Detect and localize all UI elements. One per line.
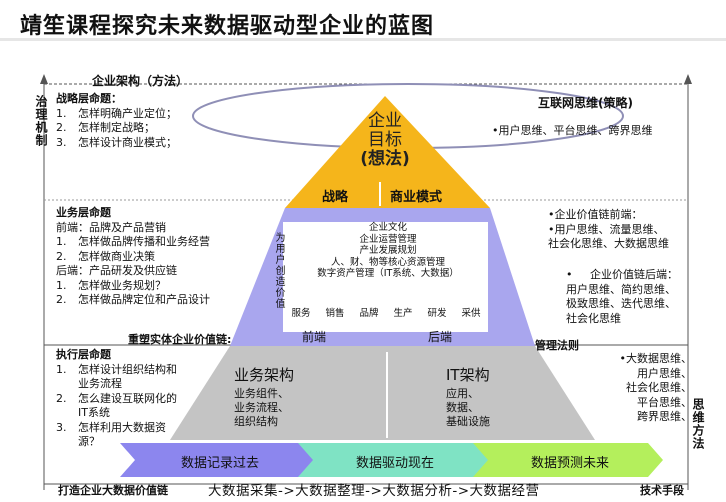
arrow-past-shape (120, 443, 315, 477)
industry-plan-label: 产业发展规划 (359, 245, 417, 256)
arrow-past: 数据记录过去 (180, 456, 259, 471)
list-item: 1.怎样明确产业定位； (56, 106, 177, 120)
user-value-label: 为用户创造价值 (273, 232, 287, 312)
digital-assets-label: 数字资产管理（IT系统、大数据） (317, 268, 459, 279)
bigdata-sequence: 大数据采集->大数据整理->大数据分析->大数据经营 (208, 483, 540, 499)
bigdata-thinking-line: 跨界思维、 (637, 410, 692, 423)
value-chain-back-line: 极致思维、迭代思维、 (566, 297, 676, 310)
list-item: 2.怎样做商业决策 (56, 249, 155, 263)
list-item: 2.怎样做品牌定位和产品设计 (56, 293, 210, 306)
value-chain-back-line: 用户思维、简约思维、 (566, 282, 676, 296)
business-layer-title: 业务层命题 (56, 206, 111, 219)
culture-label: 企业文化 (368, 222, 407, 233)
left-axis-label: 治理机制 (34, 95, 48, 147)
arrow-future: 数据预测未来 (530, 456, 609, 471)
biz-arch-item: 业务组件、 (234, 387, 289, 400)
arrow-now-shape (298, 443, 490, 477)
bigdata-thinking-line: •大数据思维、 (619, 352, 693, 365)
function-item: 生产 (393, 308, 413, 319)
pyramid-top-text: 企业 目标 (想法) (345, 112, 425, 169)
exec-layer-block: 执行层命题 1.怎样设计组织结构和业务流程 2.怎么建设互联网化的IT系统 3.… (56, 348, 186, 450)
function-item: 品牌 (359, 308, 379, 319)
function-item: 采供 (461, 308, 481, 319)
bigdata-thinking-line: 社会化思维、 (626, 381, 692, 394)
value-chain-back-line: 社会化思维 (566, 311, 621, 325)
business-layer-block: 业务层命题 前端：品牌及产品营销 1.怎样做品牌传播和业务经营 2.怎样做商业决… (56, 206, 256, 308)
value-chain-front-line: •用户思维、流量思维、 (548, 222, 665, 236)
value-chain-back-line: • 企业价值链后端： (566, 268, 678, 281)
value-chain-front-block: •企业价值链前端： •用户思维、流量思维、 社会化思维、大数据思维 (548, 208, 688, 252)
business-model-label: 商业模式 (390, 190, 443, 205)
title-divider (0, 38, 726, 41)
business-front-label: 前端：品牌及产品营销 (56, 220, 166, 234)
page-title: 靖笙课程探究未来数据驱动型企业的蓝图 (20, 14, 435, 39)
bigdata-thinking-line: 用户思维、 (637, 366, 692, 380)
right-axis-label: 思维方法 (691, 398, 705, 450)
function-item: 销售 (325, 308, 345, 319)
user-value-text: 为用户创造价值 (273, 232, 284, 309)
functions-row: 服务 销售 品牌 生产 研发 采供 (284, 305, 488, 319)
functions-box (283, 222, 488, 332)
bigdata-thinking-line: 平台思维、 (637, 395, 692, 409)
reshape-label: 重塑实体企业价值链: (128, 333, 232, 346)
pyramid-top-line3: (想法) (360, 149, 410, 169)
management-rules-label: 管理法则 (535, 339, 579, 352)
internet-thinking-title: 互联网思维(策略) (538, 96, 633, 110)
ops-mgmt-label: 企业运营管理 (359, 233, 417, 245)
list-item: 1.怎样做品牌传播和业务经营 (56, 235, 210, 248)
bigdata-thinking-block: •大数据思维、 用户思维、 社会化思维、 平台思维、 跨界思维、 (606, 352, 693, 425)
front-end-label: 前端 (302, 330, 327, 344)
pyramid-top-line2: 目标 (368, 130, 402, 150)
value-chain-front-line: 社会化思维、大数据思维 (548, 237, 669, 250)
list-item: 3.怎样设计商业模式； (56, 135, 177, 149)
pyramid-bottom (170, 346, 595, 440)
business-back-label: 后端：产品研发及供应链 (56, 264, 177, 277)
arrow-now: 数据驱动现在 (355, 456, 434, 471)
list-item: 1.怎样设计组织结构和业务流程 (56, 362, 177, 391)
it-arch-item: 数据、 (446, 401, 479, 414)
biz-arch-item: 组织结构 (234, 415, 278, 428)
function-item: 研发 (427, 308, 447, 319)
bigdata-value-chain-label: 打造企业大数据价值链 (58, 484, 168, 497)
it-arch-title: IT架构 (446, 366, 490, 384)
biz-arch-title: 业务架构 (234, 366, 295, 384)
it-arch-block: IT架构 应用、 数据、 基础设施 (446, 364, 490, 429)
it-arch-item: 应用、 (446, 387, 479, 400)
it-arch-item: 基础设施 (446, 415, 490, 428)
arrow-future-shape (473, 443, 663, 477)
biz-arch-block: 业务架构 业务组件、 业务流程、 组织结构 (234, 364, 294, 429)
enterprise-architecture-heading: 企业架构（方法） (92, 74, 189, 88)
list-item: 2.怎么建设互联网化的IT系统 (56, 391, 177, 420)
function-item: 服务 (291, 308, 311, 319)
hr-label: 人、财、物等核心资源管理 (330, 256, 445, 268)
internet-thinking-item: •用户思维、平台思维、跨界思维 (492, 124, 653, 137)
biz-arch-item: 业务流程、 (234, 401, 289, 414)
value-chain-back-block: • 企业价值链后端： 用户思维、简约思维、 极致思维、迭代思维、 社会化思维 (566, 268, 696, 326)
pyramid-top (285, 96, 490, 208)
back-end-label: 后端 (428, 330, 453, 344)
tech-means-label: 技术手段 (640, 484, 684, 497)
strategy-label: 战略 (322, 190, 349, 205)
pyramid-top-line1: 企业 (368, 111, 402, 131)
list-item: 3.怎样利用大数据资源？ (56, 420, 166, 449)
strategy-layer-title: 战略层命题： (56, 92, 122, 105)
list-item: 2.怎样制定战略； (56, 121, 155, 134)
functions-text: 企业文化 企业运营管理 产业发展规划 人、财、物等核心资源管理 数字资产管理（I… (290, 222, 486, 280)
strategy-layer-block: 战略层命题： 1.怎样明确产业定位； 2.怎样制定战略； 3.怎样设计商业模式； (56, 92, 256, 150)
list-item: 1.怎样做业务规划？ (56, 278, 166, 292)
value-chain-front-line: •企业价值链前端： (548, 208, 643, 221)
exec-layer-title: 执行层命题 (56, 348, 111, 361)
